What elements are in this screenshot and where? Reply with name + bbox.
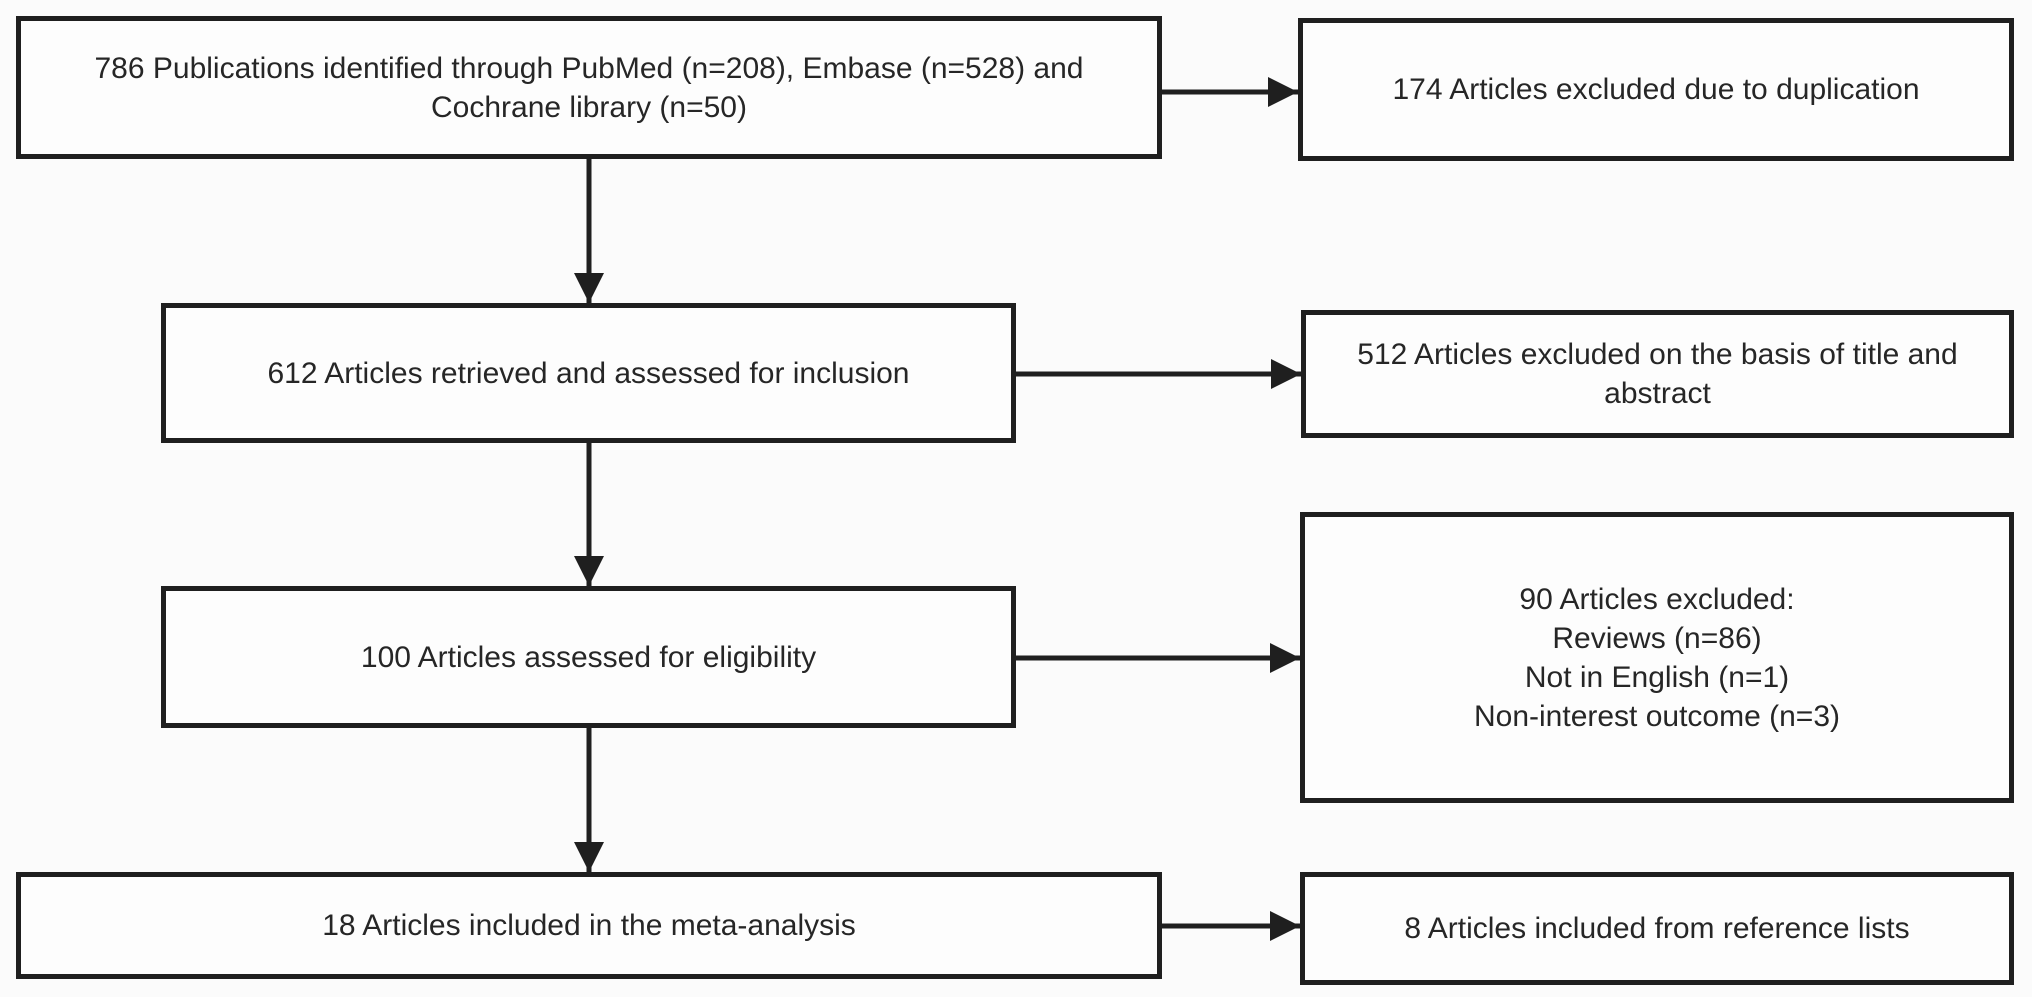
box-excluded-with-reasons: 90 Articles excluded: Reviews (n=86) Not…: [1300, 512, 2014, 803]
box-text-line: 174 Articles excluded due to duplication: [1392, 73, 1920, 106]
box-articles-retrieved: 612 Articles retrieved and assessed for …: [161, 303, 1016, 443]
box-text-line: Reviews (n=86): [1552, 621, 1762, 655]
box-assessed-for-eligibility: 100 Articles assessed for eligibility: [161, 586, 1016, 728]
box-text-line: 100 Articles assessed for eligibility: [360, 640, 817, 674]
box-text-line: Not in English (n=1): [1524, 660, 1790, 694]
box-text-line: Non-interest outcome (n=3): [1473, 699, 1840, 733]
box-excluded-title-abstract: 512 Articles excluded on the basis of ti…: [1301, 310, 2014, 438]
box-text-line: 8 Articles included from reference lists: [1404, 912, 1910, 945]
box-text-line: 612 Articles retrieved and assessed for …: [267, 356, 910, 390]
box-text-line: 90 Articles excluded:: [1519, 582, 1795, 616]
box-text-line: abstract: [1604, 377, 1711, 410]
box-included-meta-analysis: 18 Articles included in the meta-analysi…: [16, 872, 1162, 979]
box-publications-identified: 786 Publications identified through PubM…: [16, 16, 1162, 159]
box-text-line: Cochrane library (n=50): [431, 90, 747, 124]
box-excluded-duplication: 174 Articles excluded due to duplication: [1298, 18, 2014, 161]
box-text-line: 18 Articles included in the meta-analysi…: [322, 909, 856, 942]
box-text-line: 512 Articles excluded on the basis of ti…: [1357, 338, 1958, 371]
box-text-line: 786 Publications identified through PubM…: [94, 51, 1084, 85]
box-included-reference-lists: 8 Articles included from reference lists: [1300, 872, 2014, 985]
